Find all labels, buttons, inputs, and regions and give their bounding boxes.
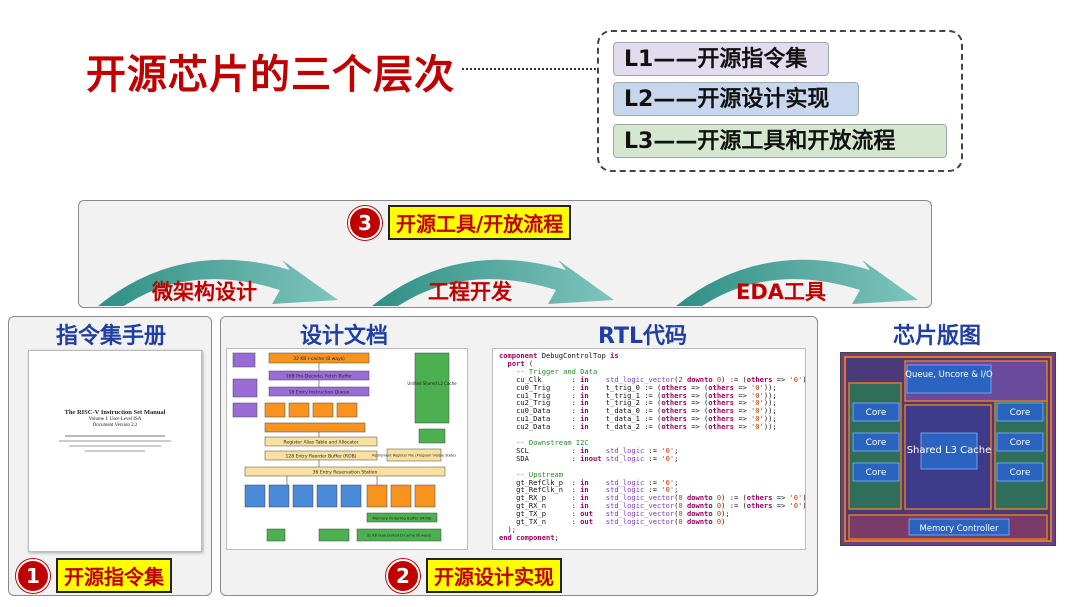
rtl-code-snippet: component DebugControlTop is port ( -- T…: [492, 348, 806, 550]
die-core-label: Core: [1010, 438, 1031, 448]
layout-header: 芯片版图: [893, 324, 982, 349]
arrow-1-icon: [98, 259, 338, 306]
die-core-label: Core: [866, 408, 887, 418]
manual-text-line: [59, 440, 171, 442]
rtl-code-text: component DebugControlTop is port ( -- T…: [499, 351, 805, 542]
badge-label-2: 开源设计实现: [426, 558, 562, 593]
manual-header: 指令集手册: [56, 324, 167, 349]
level-2-label: L2——开源设计实现: [613, 82, 859, 116]
manual-subtitle: Volume I: User-Level ISA: [88, 417, 142, 422]
badge-number-2: 2: [386, 558, 420, 593]
badge-number-3: 3: [348, 205, 382, 240]
design-doc-header: 设计文档: [300, 324, 389, 349]
manual-text-line: [65, 435, 165, 437]
die-core-label: Core: [1010, 468, 1031, 478]
page-title: 开源芯片的三个层次: [86, 52, 455, 98]
die-svg: Queue, Uncore & I/O Core Core Core Core …: [841, 353, 1055, 545]
design-doc-diagram: 32 KB I-cache (8 ways) 16B Pre-Decode, F…: [226, 348, 468, 550]
badge-3: 3 开源工具/开放流程: [348, 205, 572, 240]
manual-text-line: [85, 450, 145, 452]
flow-panel: [78, 200, 932, 308]
badge-label-1: 开源指令集: [56, 558, 172, 593]
allocator-label: Register Alias Table and Allocator: [284, 440, 359, 446]
dcache-label: 32 KB dual ported D-cache (8 ways): [367, 534, 432, 538]
rs-label: 36 Entry Reservation Station: [313, 470, 378, 476]
die-core-label: Core: [866, 468, 887, 478]
stage-eda-label: EDA工具: [736, 280, 827, 304]
manual-version: Document Version 2.2: [92, 423, 138, 428]
icache-label: 32 KB I-cache (8 ways): [293, 356, 345, 362]
stage-engineering-label: 工程开发: [428, 280, 512, 304]
manual-title: The RISC-V Instruction Set Manual: [64, 409, 166, 416]
badge-1: 1 开源指令集: [16, 558, 172, 593]
arrow-2-icon: [372, 259, 614, 306]
mob-label: Memory Ordering Buffer (MOB): [372, 516, 432, 521]
manual-text-line: [69, 445, 161, 447]
arrow-3-icon: [676, 259, 918, 306]
badge-number-1: 1: [16, 558, 50, 593]
stage-microarch-label: 微架构设计: [152, 280, 257, 304]
chip-die-image: Queue, Uncore & I/O Core Core Core Core …: [840, 352, 1056, 546]
queue-label: 18 Entry Instruction Queue: [289, 390, 350, 396]
l2-label: Unified Shared L2 Cache: [407, 381, 457, 386]
dotted-connector: [462, 68, 596, 70]
rob-label: 128 Entry Reorder Buffer (ROB): [286, 454, 357, 460]
die-mc-label: Memory Controller: [919, 524, 999, 534]
rtl-header: RTL代码: [598, 324, 687, 349]
die-queue-label: Queue, Uncore & I/O: [905, 370, 993, 380]
die-l3-label: Shared L3 Cache: [907, 445, 992, 456]
level-3-label: L3——开源工具和开放流程: [613, 124, 947, 158]
badge-2: 2 开源设计实现: [386, 558, 562, 593]
fetch-label: 16B Pre-Decode, Fetch Buffer: [286, 374, 352, 380]
level-1-label: L1——开源指令集: [613, 42, 829, 76]
levels-box: L1——开源指令集 L2——开源设计实现 L3——开源工具和开放流程: [597, 30, 963, 172]
die-core-label: Core: [1010, 408, 1031, 418]
die-core-label: Core: [866, 438, 887, 448]
block-diagram-svg: 32 KB I-cache (8 ways) 16B Pre-Decode, F…: [232, 352, 457, 542]
isa-manual-thumbnail: The RISC-V Instruction Set Manual Volume…: [28, 350, 202, 552]
retire-label: Retirement Register File (Program Visibl…: [372, 454, 456, 458]
badge-label-3: 开源工具/开放流程: [388, 205, 572, 240]
